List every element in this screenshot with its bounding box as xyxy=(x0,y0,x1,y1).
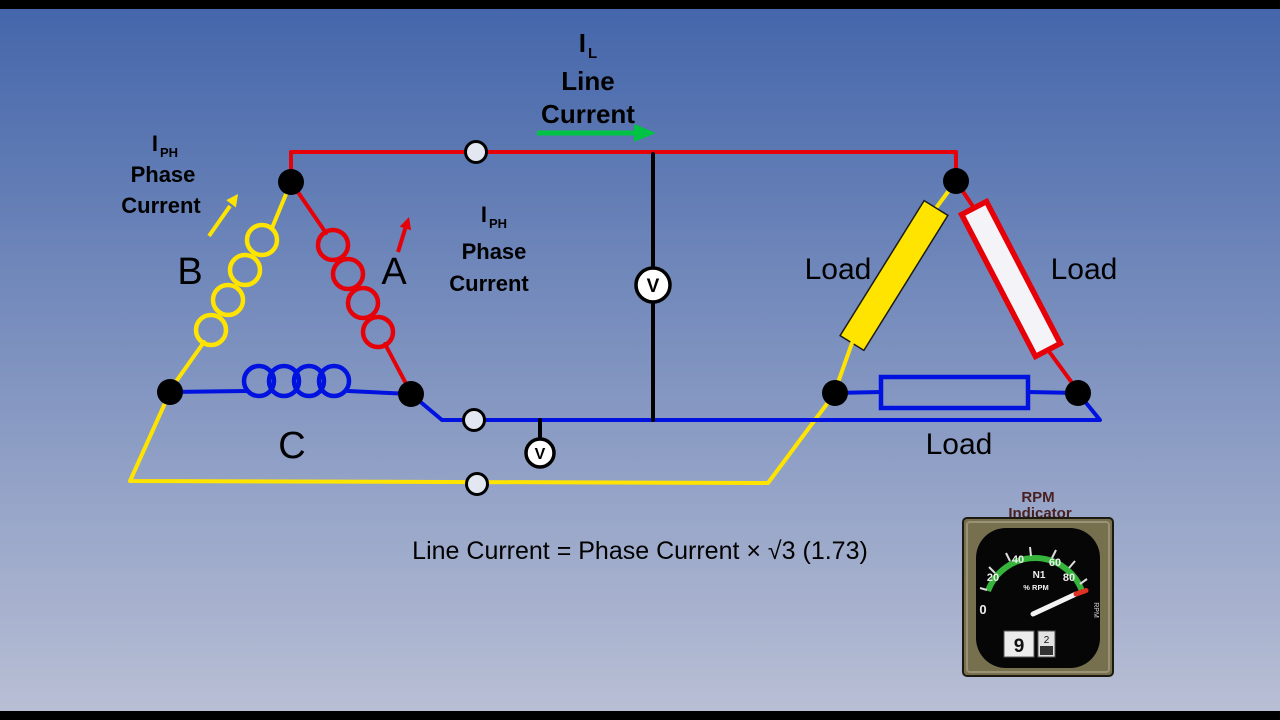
coil-a-loop xyxy=(360,314,396,350)
node-load-left xyxy=(822,380,848,406)
gauge-number-40: 40 xyxy=(1012,554,1024,566)
yellow-arrow-head xyxy=(226,194,238,208)
gauge-unit-label: % RPM xyxy=(1023,583,1048,592)
gauge-tick xyxy=(979,587,988,591)
blue-return-wire xyxy=(409,391,1102,422)
line-current-word1: Line xyxy=(561,66,614,96)
coil-c-label: C xyxy=(278,425,305,467)
gauge-tick xyxy=(1029,546,1032,557)
voltmeter-2: V xyxy=(524,437,556,469)
gauge-number-80: 80 xyxy=(1063,572,1075,584)
gauge-digit-window xyxy=(1003,630,1035,658)
terminal-red-line xyxy=(464,140,488,164)
coil-c-loop xyxy=(241,363,277,399)
voltmeter-2-label: V xyxy=(535,446,546,463)
phase-mid-word1: Phase xyxy=(462,239,527,264)
gauge-tick xyxy=(1051,549,1057,559)
coil-c-blue xyxy=(168,363,413,399)
line-current-word2: Current xyxy=(541,99,635,129)
load-right-label: Load xyxy=(1051,253,1118,286)
coil-b-loop xyxy=(210,282,246,318)
node-load-top xyxy=(943,168,969,194)
phase-mid-subscript: PH xyxy=(489,216,507,231)
terminal-yellow-line xyxy=(465,472,489,496)
green-arrow-head xyxy=(634,124,656,142)
bottom-wire-yellow xyxy=(128,390,837,485)
coil-b-loop xyxy=(227,252,263,288)
coil-a-loop xyxy=(330,256,366,292)
gauge-n1-label: N1 xyxy=(1033,570,1046,581)
line-current-subscript: L xyxy=(588,45,597,62)
voltmeter-1: V xyxy=(634,266,672,304)
red-arrow-shaft xyxy=(396,225,408,253)
phase-left-word2: Current xyxy=(121,193,201,218)
terminal-blue-line xyxy=(462,408,486,432)
coil-c-loop xyxy=(266,363,302,399)
coil-a-red xyxy=(289,180,413,395)
yellow-return-wire xyxy=(128,390,837,485)
gauge-digit-main: 9 xyxy=(1014,636,1025,657)
coil-b-label: B xyxy=(177,251,202,293)
coil-a-loop xyxy=(345,285,381,321)
phase-current-arrow-red xyxy=(396,217,412,253)
gauge-tick xyxy=(1068,560,1076,569)
line-current-arrow xyxy=(537,124,656,142)
letterbox-top xyxy=(0,0,1280,9)
gauge-tick xyxy=(988,566,996,574)
node-source-left xyxy=(157,379,183,405)
phase-mid-symbol: I xyxy=(481,202,487,227)
voltmeter-2-circle xyxy=(524,437,556,469)
node-load-right xyxy=(1065,380,1091,406)
yellow-arrow-shaft xyxy=(207,204,232,238)
load-resistor-red xyxy=(957,197,1065,361)
gauge-digit-shutter xyxy=(1040,646,1053,655)
phase-mid-word2: Current xyxy=(449,271,529,296)
coil-c-loop xyxy=(316,363,352,399)
gauge-needle xyxy=(1030,591,1079,617)
bottom-wire-blue xyxy=(409,391,1102,422)
coil-a-label: A xyxy=(381,251,407,293)
gauge-number-60: 60 xyxy=(1049,557,1061,569)
voltmeter-1-circle xyxy=(634,266,672,304)
red-line-wire xyxy=(289,150,958,184)
line-current-label: I L Line Current xyxy=(541,28,635,129)
gauge-digit-small: 2 xyxy=(1044,635,1050,646)
phase-left-subscript: PH xyxy=(160,145,178,160)
coil-b-loop xyxy=(193,312,229,348)
load-bottom-label: Load xyxy=(926,428,993,461)
line-current-symbol: I xyxy=(579,28,586,58)
node-source-right xyxy=(398,381,424,407)
gauge-tick xyxy=(1005,552,1011,562)
rpm-caption-line1: RPM xyxy=(1021,489,1054,506)
coil-a-loop xyxy=(315,227,351,263)
coil-c-loop xyxy=(291,363,327,399)
gauge-bezel xyxy=(966,521,1110,673)
gauge-zero-label: 0 xyxy=(979,602,986,617)
gauge-tick xyxy=(1079,578,1088,585)
phase-current-arrow-yellow xyxy=(207,194,238,238)
top-line-wire-red xyxy=(289,150,958,184)
gauge-side-text: RPM xyxy=(1092,602,1099,618)
phase-current-label-left: I PH Phase Current xyxy=(121,131,201,218)
gauge-green-arc xyxy=(985,555,1085,593)
load-resistor-blue xyxy=(878,374,1031,411)
phase-left-word1: Phase xyxy=(131,162,196,187)
voltmeter-1-label: V xyxy=(647,276,660,297)
red-arrow-head xyxy=(399,217,412,231)
gauge-number-20: 20 xyxy=(987,572,999,584)
formula-text: Line Current = Phase Current × √3 (1.73) xyxy=(412,537,868,565)
coil-b-loop xyxy=(244,222,280,258)
letterbox-bottom xyxy=(0,711,1280,720)
load-left-label: Load xyxy=(805,253,872,286)
node-source-top xyxy=(278,169,304,195)
rpm-gauge: 20 40 60 80 N1 % RPM 0 9 2 RPM xyxy=(962,517,1114,677)
gauge-needle-red-tip xyxy=(1073,588,1089,597)
phase-left-symbol: I xyxy=(152,131,158,156)
phase-current-label-mid: I PH Phase Current xyxy=(449,202,529,296)
load-delta xyxy=(833,179,1080,411)
